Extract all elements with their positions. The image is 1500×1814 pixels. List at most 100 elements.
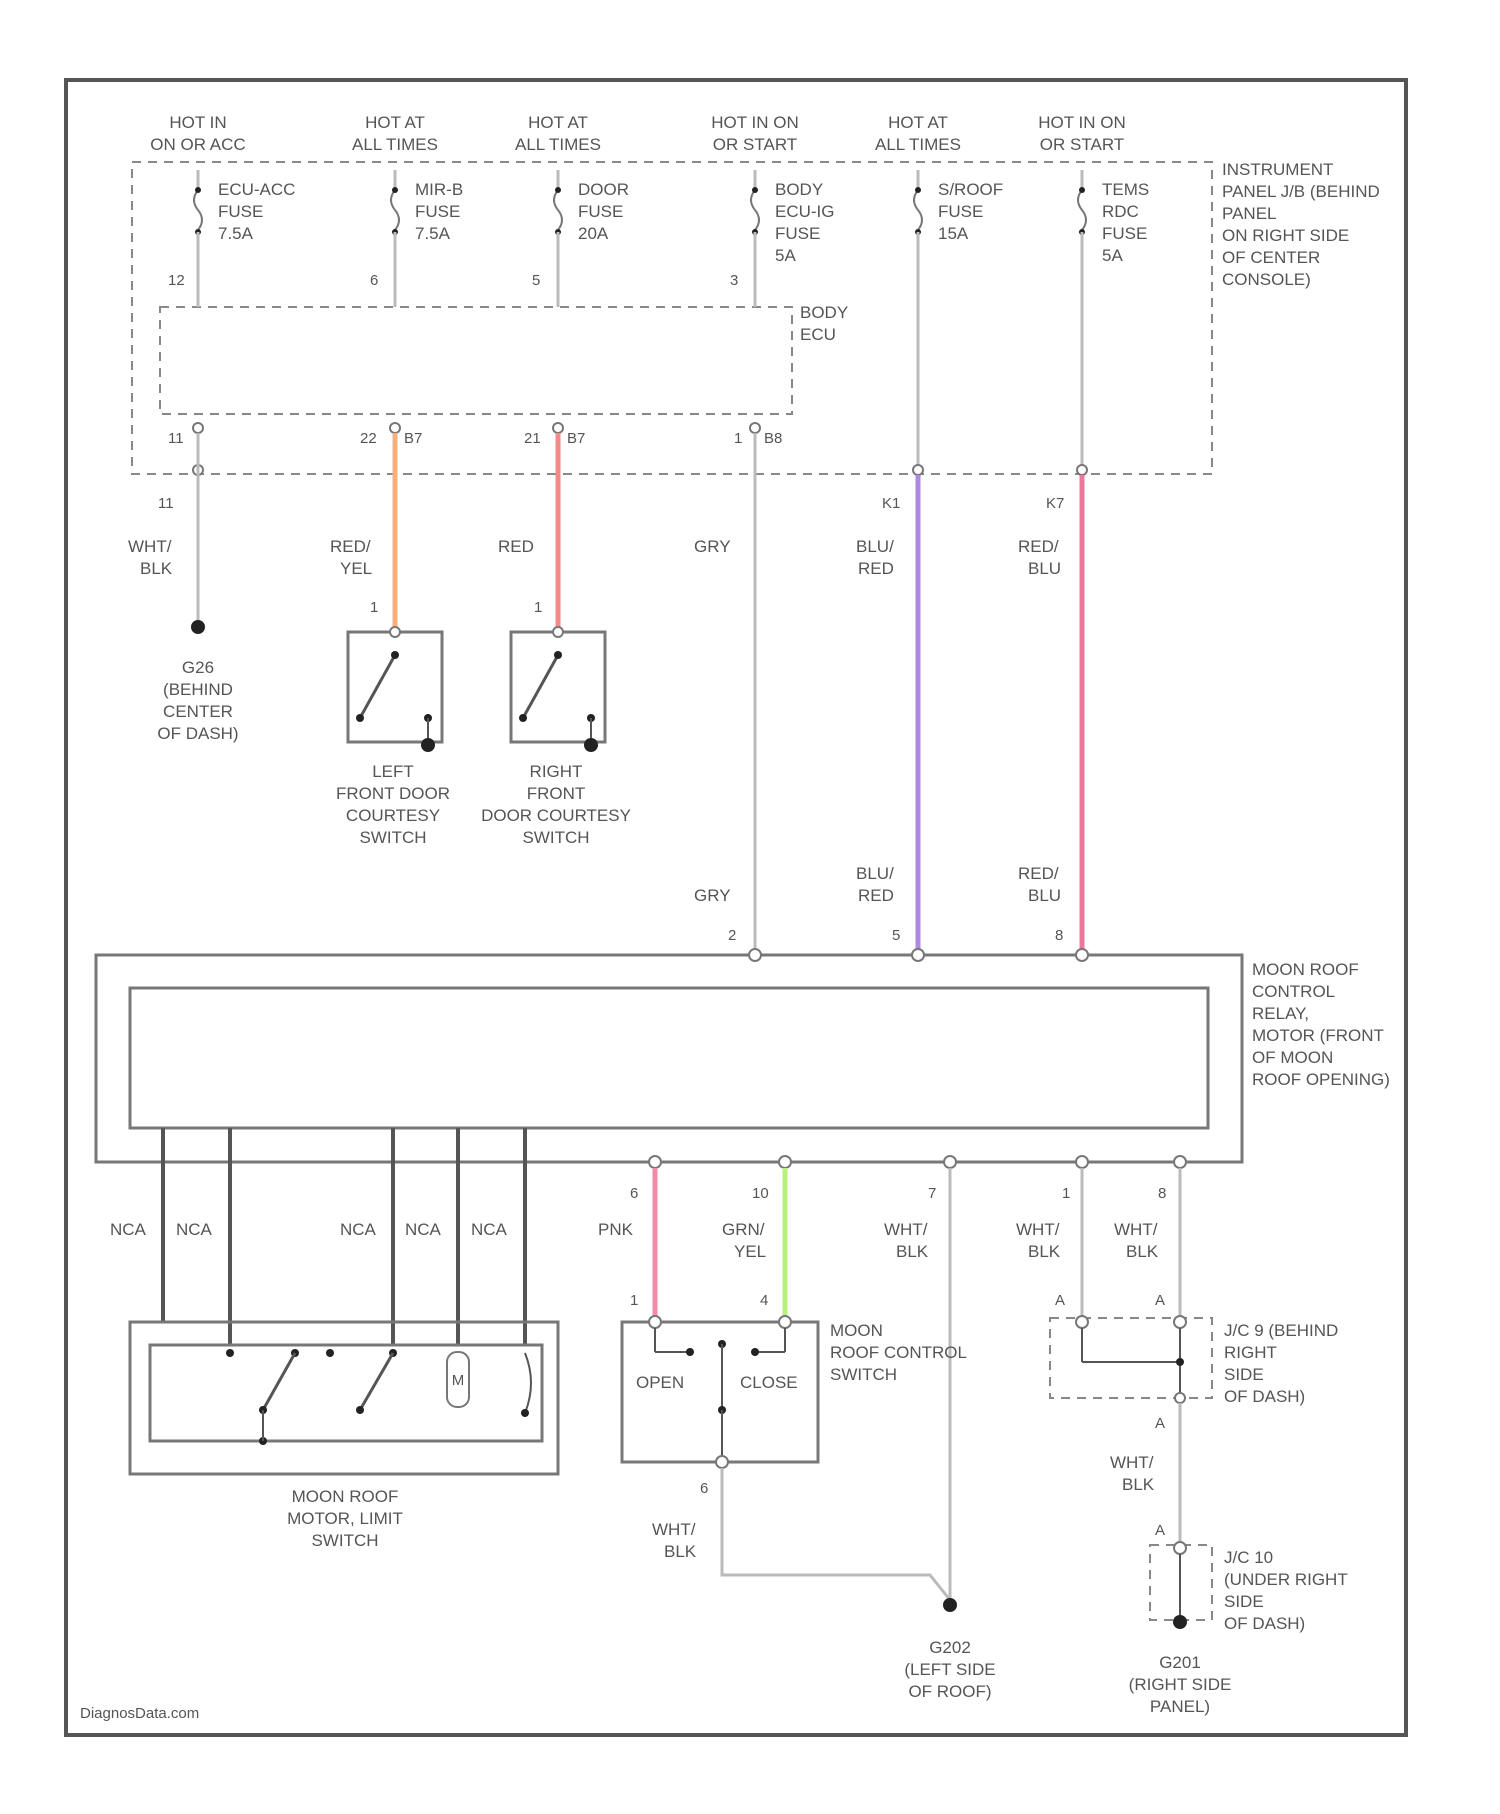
g26-line3: CENTER [163,702,233,721]
watermark: DiagnosData.com [80,1705,199,1722]
jc9-pin-2: A [1155,1292,1165,1309]
lower-wire-colors: PNK GRN/ YEL WHT/ BLK WHT/ BLK WHT/ BLK [598,1220,1159,1261]
hot-label-1-line2: ON OR ACC [150,135,245,154]
relay-label-line3: RELAY, [1252,1004,1309,1023]
g26-line4: OF DASH) [157,724,238,743]
relay-top-colors: GRY BLU/ RED RED/ BLU [694,864,1061,905]
right-door-line3: DOOR COURTESY [481,806,631,825]
hot-label-2-line2: ALL TIMES [352,135,438,154]
fuse-4-line3: FUSE [775,224,820,243]
hot-label-3-line1: HOT AT [528,113,588,132]
fuse-6-line1: TEMS [1102,180,1149,199]
fuse-1-line1: ECU-ACC [218,180,295,199]
fuse-symbol-6 [1078,190,1086,230]
right-door-switch-label: RIGHT FRONT DOOR COURTESY SWITCH [481,762,631,847]
fuse-column-2: MIR-B FUSE 7.5A 6 [370,170,463,307]
nca-label-2: NCA [176,1220,213,1239]
junction-block-label: INSTRUMENT PANEL J/B (BEHIND PANEL ON RI… [1222,160,1380,289]
relay-top-red-blu-1: RED/ [1018,864,1059,883]
relay-top-pin-1: 2 [728,927,736,944]
relay-label-line6: ROOF OPENING) [1252,1070,1390,1089]
control-pin-6: 6 [700,1480,708,1497]
nca-label-1: NCA [110,1220,147,1239]
jc9-label-line2: RIGHT [1224,1343,1277,1362]
moon-roof-motor: M [130,1322,558,1474]
ecu-pin-2: 22 [360,430,377,447]
hot-label-3-line2: ALL TIMES [515,135,601,154]
color-red-blu-1: RED/ [1018,537,1059,556]
right-door-line4: SWITCH [522,828,589,847]
fuse-4-line4: 5A [775,246,796,265]
left-door-line4: SWITCH [359,828,426,847]
hot-label-2-line1: HOT AT [365,113,425,132]
lower-wht-blk-a1: WHT/ [884,1220,928,1239]
color-blu-red-2: RED [858,559,894,578]
ecu-bottom-pins: 11 22 B7 21 B7 1 B8 [168,423,782,447]
relay-bottom-pin-3: 7 [928,1185,936,1202]
color-red-blu-2: BLU [1028,559,1061,578]
control-label-line2: ROOF CONTROL [830,1343,967,1362]
ecu-pin-1: 11 [168,430,184,447]
g201-line3: PANEL) [1150,1697,1210,1716]
hot-label-5-line2: ALL TIMES [875,135,961,154]
fuse-6-line2: RDC [1102,202,1139,221]
upper-wire-colors: WHT/ BLK RED/ YEL RED GRY BLU/ RED RED/ … [128,537,1061,578]
fuse-6-line3: FUSE [1102,224,1147,243]
g202-line1: G202 [929,1638,971,1657]
open-label: OPEN [636,1373,684,1392]
jc10-label-line4: OF DASH) [1224,1614,1305,1633]
jc10-label-line1: J/C 10 [1224,1548,1273,1567]
relay-top-red-blu-2: BLU [1028,886,1061,905]
lower-grn-yel-2: YEL [734,1242,766,1261]
fuse-symbol-2 [391,190,399,230]
nca-labels: NCA NCA NCA NCA NCA [110,1220,508,1239]
jb-label-line4: ON RIGHT SIDE [1222,226,1349,245]
relay-top-gry: GRY [694,886,731,905]
relay-inner-box [130,988,1208,1128]
color-wht-blk-2: BLK [140,559,173,578]
lower-wht-blk-c2: BLK [1126,1242,1159,1261]
jc9-out-color-1: WHT/ [1110,1453,1154,1472]
nca-label-4: NCA [405,1220,442,1239]
color-red-yel-2: YEL [340,559,372,578]
jc9-label-line3: SIDE [1224,1365,1264,1384]
wire-switch-to-g202 [722,1468,950,1600]
fuse-symbol-4 [751,190,759,230]
jc9-label-line1: J/C 9 (BEHIND [1224,1321,1338,1340]
motor-label-line2: MOTOR, LIMIT [287,1509,403,1528]
hot-label-6-line1: HOT IN ON [1038,113,1126,132]
fuse-column-1: ECU-ACC FUSE 7.5A 12 [168,170,295,307]
fuse-5-line3: 15A [938,224,969,243]
color-red-yel-1: RED/ [330,537,371,556]
fuse-5-line1: S/ROOF [938,180,1003,199]
fuse-3-pin: 5 [532,272,540,289]
fuse-3-line1: DOOR [578,180,629,199]
hot-label-4-line1: HOT IN ON [711,113,799,132]
ecu-pin-2-conn: B7 [404,430,422,447]
hot-label-1-line1: HOT IN [169,113,226,132]
junction-block-outline [132,162,1212,474]
control-switch-label: MOON ROOF CONTROL SWITCH [830,1321,967,1384]
g26-line1: G26 [182,658,214,677]
lower-grn-yel-1: GRN/ [722,1220,765,1239]
lower-wht-blk-a2: BLK [896,1242,929,1261]
diagram-frame [66,80,1406,1735]
ground-g202-dot [943,1598,957,1612]
relay-top-pin-3: 8 [1055,927,1063,944]
g201-line1: G201 [1159,1653,1201,1672]
jc9-out-color-2: BLK [1122,1475,1155,1494]
jc9-label: J/C 9 (BEHIND RIGHT SIDE OF DASH) [1224,1321,1338,1406]
left-door-switch-label: LEFT FRONT DOOR COURTESY SWITCH [336,762,450,847]
control-pin-4: 4 [760,1292,768,1309]
lower-wht-blk-b2: BLK [1028,1242,1061,1261]
left-door-pin: 1 [370,599,378,616]
control-pin-1: 1 [630,1292,638,1309]
switch-out-color-1: WHT/ [652,1520,696,1539]
lower-wht-blk-c1: WHT/ [1114,1220,1158,1239]
fuse-3-line2: FUSE [578,202,623,221]
relay-label-line1: MOON ROOF [1252,960,1359,979]
fuse-2-line1: MIR-B [415,180,463,199]
nca-label-3: NCA [340,1220,377,1239]
ecu-pin-3: 21 [524,430,541,447]
